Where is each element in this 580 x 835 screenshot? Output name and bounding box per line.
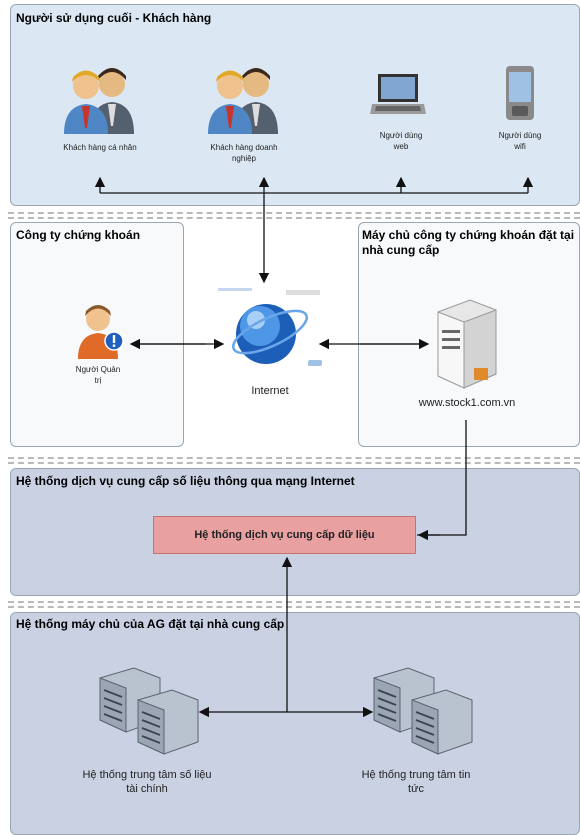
laptop-icon — [368, 70, 428, 120]
ag-servers-panel — [10, 612, 580, 835]
news-center-label: Hệ thống trung tâm tin tức — [361, 769, 471, 795]
ag-servers-title: Hệ thống máy chủ của AG đặt tại nhà cung… — [16, 617, 285, 631]
separator-2 — [8, 217, 580, 219]
separator-5 — [8, 601, 580, 603]
web-user-label: Người dùng web — [379, 131, 423, 151]
server-rack-icon — [370, 660, 480, 756]
separator-4 — [8, 462, 580, 464]
server-provider-title: Máy chủ công ty chứng khoán đặt tại nhà … — [362, 228, 575, 257]
business-customer-label: Khách hàng doanh nghiệp — [210, 143, 278, 163]
server-to-data-line — [417, 420, 467, 536]
wifi-user-label: Người dùng wifi — [498, 131, 542, 151]
separator-3 — [8, 457, 580, 459]
internet-label: Internet — [251, 385, 289, 397]
individual-customer-label: Khách hàng cá nhân — [63, 143, 137, 152]
separator-6 — [8, 606, 580, 608]
server-rack-icon — [96, 660, 206, 756]
end-users-title: Người sử dụng cuối - Khách hàng — [16, 11, 212, 25]
securities-company-title: Công ty chứng khoán — [16, 228, 141, 242]
internet-globe-icon — [216, 284, 324, 374]
server-url-label: www.stock1.com.vn — [418, 397, 516, 409]
data-service-title: Hệ thống dịch vụ cung cấp số liệu thông … — [16, 474, 355, 488]
data-service-box: Hệ thống dịch vụ cung cấp dữ liệu — [153, 516, 416, 554]
server-tower-icon — [430, 298, 500, 390]
separator-1 — [8, 212, 580, 214]
financial-center-label: Hệ thống trung tâm số liệu tài chính — [82, 769, 212, 795]
people-icon — [62, 64, 142, 136]
admin-user-icon — [78, 303, 126, 359]
people-icon — [206, 64, 286, 136]
admin-label: Người Quản trị — [75, 365, 121, 385]
mobile-phone-icon — [500, 64, 540, 122]
